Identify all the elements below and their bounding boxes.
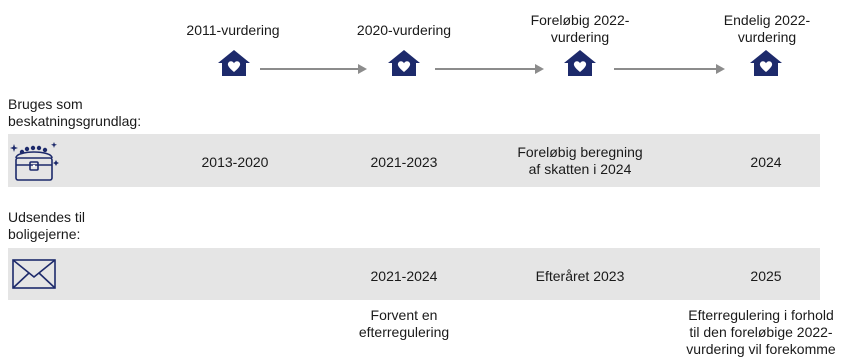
house-heart-icon [750, 50, 782, 76]
column-header-2011: 2011-vurdering [186, 22, 280, 38]
house-heart-icon [564, 50, 596, 76]
arrow-right-icon [614, 64, 725, 74]
cell-tax-basis-2011: 2013-2020 [201, 154, 269, 170]
column-header-prelim-2022: Foreløbig 2022- vurdering [530, 12, 630, 45]
cell-sent-2020: 2021-2024 [370, 268, 438, 284]
note-expect-adjustment: Forvent en efterregulering [358, 307, 450, 340]
note-adjustment-will-occur: Efterregulering i forhold til den forelø… [686, 307, 836, 357]
column-header-2020: 2020-vurdering [356, 22, 452, 38]
cell-tax-basis-final-2022: 2024 [750, 154, 782, 170]
cell-sent-final-2022: 2025 [750, 268, 782, 284]
cell-tax-basis-prelim-2022: Foreløbig beregning af skatten i 2024 [517, 144, 643, 177]
house-heart-icon [388, 50, 420, 76]
arrow-right-icon [435, 64, 544, 74]
row-label-sent-to-owners: Udsendes til boligejerne: [8, 209, 86, 242]
treasure-chest-icon [10, 142, 59, 181]
cell-sent-prelim-2022: Efteråret 2023 [535, 268, 625, 284]
arrow-right-icon [260, 64, 367, 74]
envelope-icon [12, 259, 56, 289]
row-band-tax-basis [8, 134, 820, 187]
column-header-final-2022: Endelig 2022- vurdering [723, 12, 811, 45]
row-label-tax-basis: Bruges som beskatningsgrundlag: [8, 96, 142, 129]
cell-tax-basis-2020: 2021-2023 [370, 154, 438, 170]
row-band-sent-to-owners [8, 248, 820, 300]
house-heart-icon [218, 50, 250, 76]
